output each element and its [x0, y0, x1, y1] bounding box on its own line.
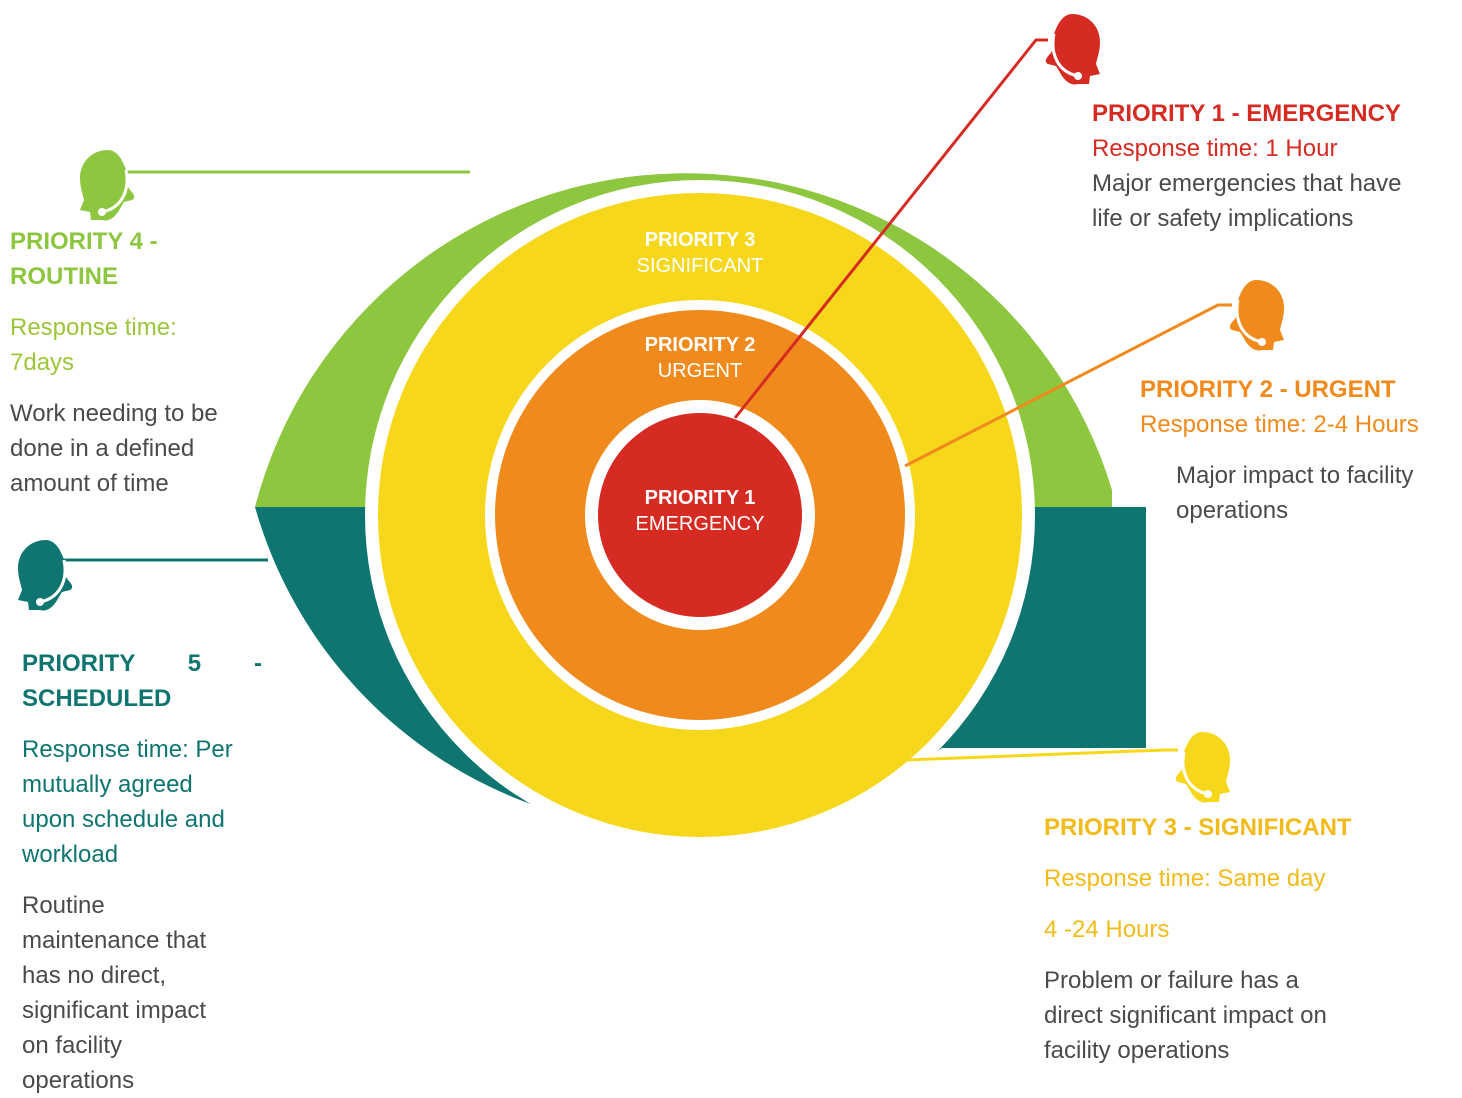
callout-title: PRIORITY 4 - [10, 228, 158, 255]
callout-priority-3: PRIORITY 3 - SIGNIFICANT Response time: … [1044, 810, 1444, 1068]
connector-line-p1 [733, 38, 1048, 419]
headset-agent-icon [1175, 732, 1230, 803]
ring-label-p4-line1: PRIORITY 4 [645, 127, 757, 149]
callout-title: PRIORITY 2 - URGENT [1140, 376, 1396, 403]
description-line: has no direct, [22, 962, 167, 989]
description-line: Major impact to facility [1176, 462, 1414, 489]
response-time: Response time: Per [22, 736, 233, 763]
description-line: on facility [22, 1032, 123, 1059]
description-line: direct significant impact on [1044, 1002, 1327, 1029]
callout-title: PRIORITY 1 - EMERGENCY [1092, 100, 1401, 127]
ring-label-p1-line1: PRIORITY 1 [645, 487, 756, 509]
response-time: Response time: [10, 314, 177, 341]
callout-priority-5: PRIORITY 5 - SCHEDULED Response time: Pe… [22, 646, 262, 1098]
ring-label-p5-line1: PRIORITY 5 [645, 871, 756, 893]
connector-line-p3 [905, 748, 1178, 762]
response-time: 7days [10, 349, 75, 376]
response-time: Response time: Same day [1044, 865, 1326, 892]
callout-title: PRIORITY 3 - SIGNIFICANT [1044, 814, 1352, 841]
headset-agent-icon [1229, 280, 1284, 351]
ring-label-p3-line1: PRIORITY 3 [645, 229, 756, 251]
headset-agent-icon [18, 540, 73, 611]
callout-title: SCHEDULED [22, 685, 172, 712]
response-time: Response time: 1 Hour [1092, 135, 1338, 162]
description-line: Problem or failure has a [1044, 967, 1299, 994]
callout-title: PRIORITY 5 - [22, 650, 262, 677]
description-line: amount of time [10, 470, 169, 497]
ring-label-p4-line2: ROUTINE [655, 153, 745, 175]
callout-priority-4: PRIORITY 4 - ROUTINE Response time: 7day… [10, 224, 250, 501]
callout-priority-2: PRIORITY 2 - URGENT Response time: 2-4 H… [1140, 372, 1460, 528]
description-line: Work needing to be [10, 400, 218, 427]
ring-label-p1-line2: EMERGENCY [636, 513, 765, 535]
description-line: life or safety implications [1092, 205, 1354, 232]
connector-line-p2 [904, 303, 1232, 468]
ring-label-p2-line2: URGENT [658, 360, 742, 382]
headset-agent-icon [80, 150, 135, 221]
ring-priority-1 [598, 413, 802, 617]
description-line: Routine [22, 892, 105, 919]
ring-label-p2-line1: PRIORITY 2 [645, 334, 756, 356]
description-line: operations [1176, 497, 1289, 524]
ring-label-p3-line2: SIGNIFICANT [637, 255, 764, 277]
description-line: done in a defined [10, 435, 195, 462]
response-time: mutually agreed [22, 771, 193, 798]
description-line: significant impact [22, 997, 207, 1024]
callout-priority-1: PRIORITY 1 - EMERGENCY Response time: 1 … [1092, 96, 1462, 236]
description-line: operations [22, 1067, 135, 1094]
callout-title: ROUTINE [10, 263, 118, 290]
description-line: maintenance that [22, 927, 207, 954]
headset-agent-icon [1045, 14, 1100, 85]
response-time: workload [22, 841, 119, 868]
response-time: upon schedule and [22, 806, 225, 833]
ring-label-p5-line2: SCHEDULED [638, 897, 761, 919]
response-time: Response time: 2-4 Hours [1140, 411, 1419, 438]
response-time-range: 4 -24 Hours [1044, 916, 1170, 943]
description-line: facility operations [1044, 1037, 1230, 1064]
description-line: Major emergencies that have [1092, 170, 1402, 197]
